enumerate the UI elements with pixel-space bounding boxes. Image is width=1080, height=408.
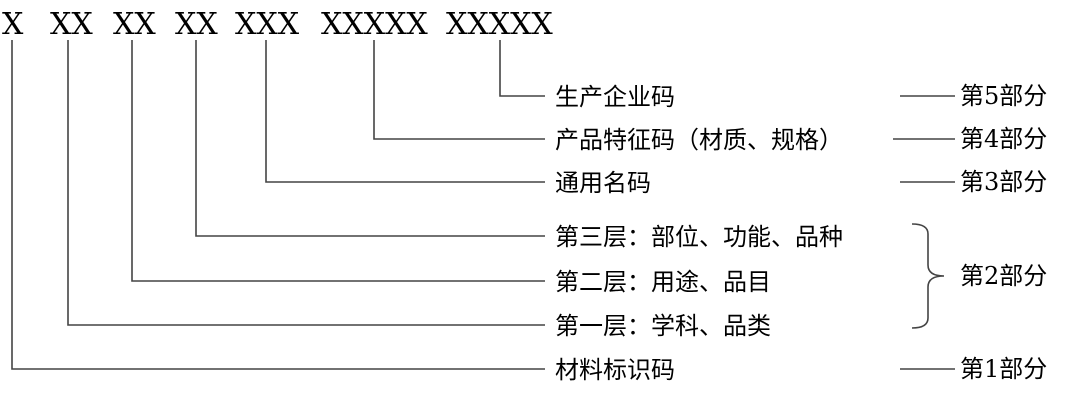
part-3-label: 第3部分 xyxy=(960,168,1047,196)
code-segment-1: X xyxy=(2,7,24,42)
code-segment-3: XX xyxy=(113,7,156,42)
connector-line-enterprise xyxy=(499,40,545,97)
label-feature-code: 产品特征码（材质、规格） xyxy=(555,126,843,154)
label-layer-3: 第三层：部位、功能、品种 xyxy=(555,223,843,251)
code-segment-2: XX xyxy=(50,7,93,42)
code-segment-7: XXXXX xyxy=(446,7,553,42)
part-5-label: 第5部分 xyxy=(960,82,1047,110)
part-2-label: 第2部分 xyxy=(960,262,1047,290)
connector-line-generic xyxy=(265,40,545,183)
connector-line-layer2 xyxy=(131,40,545,282)
label-layer-1: 第一层：学科、品类 xyxy=(555,312,771,340)
connector-line-layer3 xyxy=(195,40,545,237)
code-segment-5: XXX xyxy=(235,7,300,42)
label-enterprise-code: 生产企业码 xyxy=(555,83,675,111)
brace-part-2 xyxy=(911,223,945,329)
label-layer-2: 第二层：用途、品目 xyxy=(555,268,771,296)
connector-line-layer1 xyxy=(67,40,545,326)
label-identifier-code: 材料标识码 xyxy=(555,356,675,384)
connector-line-feature xyxy=(373,40,545,140)
connector-line-identifier xyxy=(11,40,545,370)
part-1-label: 第1部分 xyxy=(960,355,1047,383)
label-generic-name-code: 通用名码 xyxy=(555,169,651,197)
code-segment-4: XX xyxy=(175,7,218,42)
code-segment-6: XXXXX xyxy=(321,7,428,42)
part-4-label: 第4部分 xyxy=(960,125,1047,153)
